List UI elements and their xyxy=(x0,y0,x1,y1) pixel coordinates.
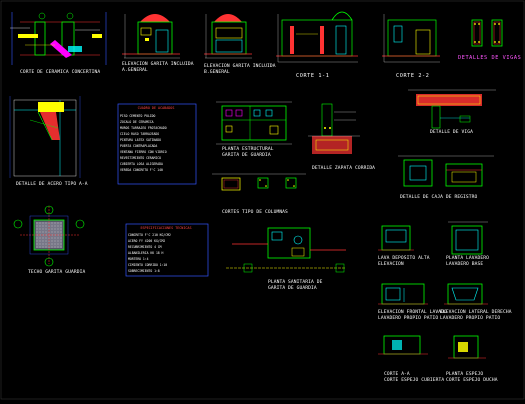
detalle-caja-drawing xyxy=(398,155,494,187)
table-row: MORTERO 1:4 xyxy=(128,257,149,261)
label-elev-lateral2: LAVADERO PROPIO PATIO xyxy=(440,316,501,321)
label-planta-ducha2: CORTE ESPEJO DUCHA xyxy=(446,378,498,383)
corte-ceramica-drawing xyxy=(10,12,107,65)
label-planta-lavadero2: LAVADERO BASE xyxy=(446,262,484,267)
label-elev-garita-a2: A.GENERAL xyxy=(122,68,148,73)
detalle-zapata-drawing xyxy=(308,103,360,154)
label-lavadero: LAVA DEPOSITO ALTA xyxy=(378,256,430,261)
table-row: ZOCALO DE CERAMICA xyxy=(120,120,154,124)
label-elev-frontal: ELEVACION FRONTAL LAVADO xyxy=(378,310,447,315)
table-row: RECUBRIMIENTO 4 CM xyxy=(128,245,162,249)
especificaciones-table: ESPECIFICACIONES TECNICAS CONCRETO F'C 2… xyxy=(126,224,206,274)
cuadro-acabados-frame xyxy=(117,103,197,185)
label-corte-2: CORTE 2-2 xyxy=(396,73,430,79)
label-detalle-caja: DETALLE DE CAJA DE REGISTRO xyxy=(400,195,478,200)
elevacion-lateral-lavadero-drawing xyxy=(444,283,488,305)
table-row: REVESTIMIENTO CERAMICO xyxy=(120,156,161,160)
label-cortes-tipo: CORTES TIPO DE COLUMNAS xyxy=(222,210,288,215)
label-lavadero2: ELEVACION xyxy=(378,262,404,267)
table-row: ALBANILERIA KK 18 H xyxy=(128,251,164,255)
label-elev-frontal2: LAVADERO PROPIO PATIO xyxy=(378,316,439,321)
table-row: VEREDA CONCRETO F'C 140 xyxy=(120,168,163,172)
label-planta-estructural: PLANTA ESTRUCTURAL xyxy=(222,147,274,152)
planta-lavadero-drawing xyxy=(448,221,488,255)
label-elev-garita-b2: B.GENERAL xyxy=(204,70,230,75)
table-row: SOBRECIMIENTO 1:8 xyxy=(128,269,160,273)
label-techo-garita: TECHO GARITA GUARDIA xyxy=(28,270,86,275)
especificaciones-frame xyxy=(125,223,209,277)
table-row: MUROS TARRAJEO FROTACHADO xyxy=(120,126,167,130)
techo-garita-drawing xyxy=(13,205,85,267)
cuadro-acabados-table: CUADRO DE ACABADOS PISO CEMENTO PULIDO Z… xyxy=(118,104,194,182)
label-detalles-vigas: DETALLES DE VIGAS xyxy=(458,55,522,61)
corte-lavadero-drawing xyxy=(378,335,428,355)
label-planta-sanitaria: PLANTA SANITARIA DE xyxy=(268,280,323,285)
label-elev-lateral: ELEVACION LATERAL DERECHA xyxy=(440,310,512,315)
table-row: CUBIERTA LOSA ALIGERADA xyxy=(120,162,163,166)
label-corte-ceramica: CORTE DE CERAMICA CONCERTINA xyxy=(20,70,101,75)
especificaciones-title: ESPECIFICACIONES TECNICAS xyxy=(140,226,192,230)
elevacion-garita-a-drawing xyxy=(122,14,180,59)
table-row: ACERO FY 4200 KG/CM2 xyxy=(128,239,166,243)
cortes-columnas-drawing xyxy=(212,173,306,191)
label-planta-estructural2: GARITA DE GUARDIA xyxy=(222,153,271,158)
elevacion-frontal-lavadero-drawing xyxy=(378,283,428,305)
label-corte-lavadero2: CORTE ESPEJO CUBIERTA xyxy=(384,378,445,383)
table-row: CIELO RASO TARRAJEADO xyxy=(120,132,160,136)
label-detalle-viga: DETALLE DE VIGA xyxy=(430,130,473,135)
label-planta-lavadero: PLANTA LAVADERO xyxy=(446,256,489,261)
corte-1-1-drawing xyxy=(276,11,358,63)
table-row: VENTANA FIERRO CON VIDRIO xyxy=(120,150,167,154)
label-elev-garita-a: ELEVACION GARITA INCLUIDA xyxy=(122,62,194,67)
planta-sanitaria-drawing xyxy=(226,227,346,273)
table-row: PUERTA CONTRAPLACADA xyxy=(120,144,158,148)
detalle-viga-drawing xyxy=(408,89,496,129)
planta-estructural-drawing xyxy=(216,101,292,145)
label-corte-lavadero: CORTE A-A xyxy=(384,372,410,377)
cuadro-acabados-title: CUADRO DE ACABADOS xyxy=(137,106,175,110)
corte-2-2-drawing xyxy=(382,14,440,63)
label-detalle-zapata: DETALLE ZAPATA CORRIDA xyxy=(312,166,376,171)
table-row: PINTURA LATEX SATINADO xyxy=(120,138,161,142)
detalle-acero-drawing xyxy=(9,96,81,178)
table-row: CIMIENTO CORRIDO 1:10 xyxy=(128,263,168,267)
table-row: CONCRETO F'C 210 KG/CM2 xyxy=(128,233,171,237)
table-row: PISO CEMENTO PULIDO xyxy=(120,114,156,118)
label-corte-1: CORTE 1-1 xyxy=(296,73,330,79)
lavadero-elevacion-drawing xyxy=(378,225,414,251)
detalles-vigas-drawing xyxy=(471,19,503,47)
label-planta-ducha: PLANTA ESPEJO xyxy=(446,372,484,377)
label-elev-garita-b: ELEVACION GARITA INCLUIDA xyxy=(204,64,276,69)
elevacion-garita-b-drawing xyxy=(204,14,252,59)
label-detalle-acero: DETALLE DE ACERO TIPO A-A xyxy=(16,182,88,187)
planta-ducha-drawing xyxy=(448,335,486,359)
label-planta-sanitaria2: GARITA DE GUARDIA xyxy=(268,286,317,291)
